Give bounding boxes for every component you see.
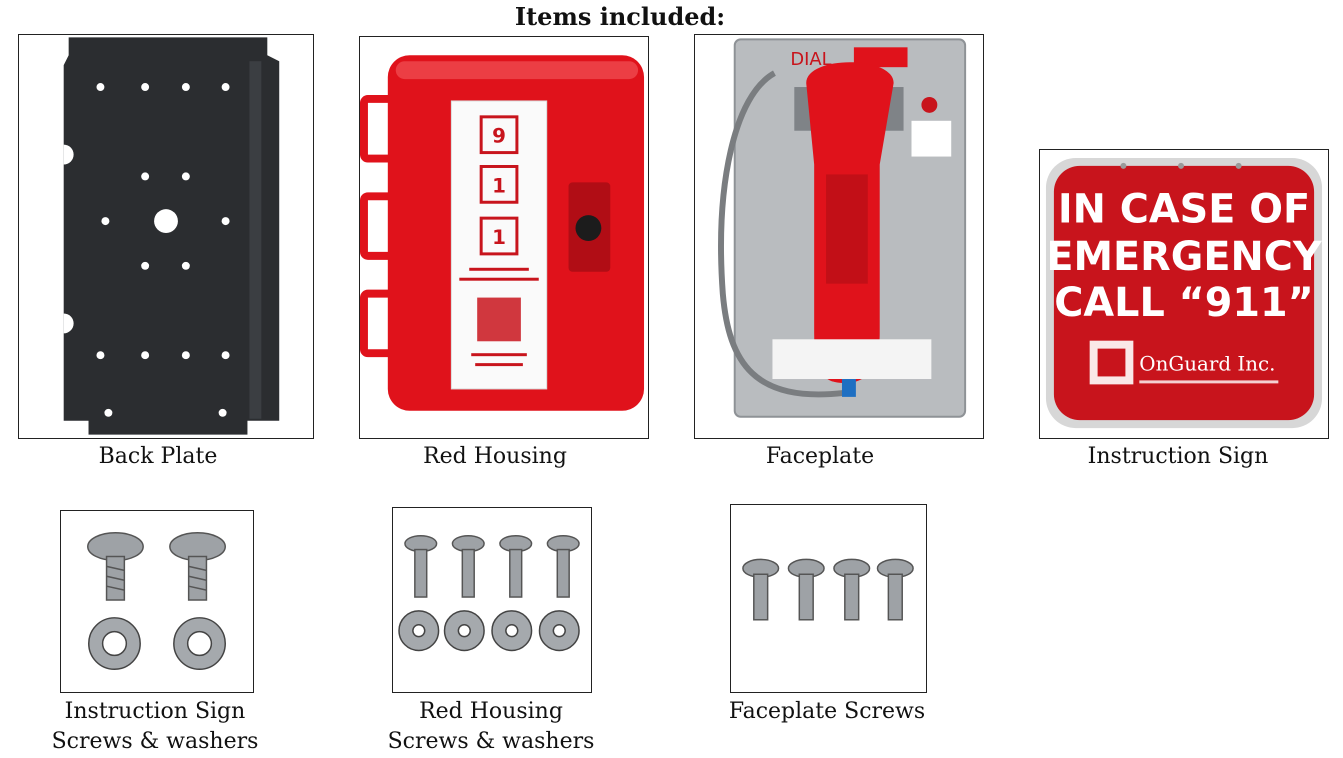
instruction-sign-screws-image	[60, 510, 254, 693]
faceplate-image: DIAL	[694, 34, 984, 439]
red-housing-screws-caption: Red Housing Screws & washers	[387, 699, 595, 754]
sign-line-3: CALL “911”	[1054, 280, 1313, 326]
faceplate-caption: Faceplate	[765, 444, 875, 469]
red-housing-caption: Red Housing	[423, 444, 567, 469]
sign-brand: OnGuard Inc.	[1139, 352, 1275, 375]
faceplate-dial-label: DIAL	[790, 49, 831, 70]
red-housing-image: 9 1 1	[359, 36, 649, 439]
faceplate-screws-caption: Faceplate Screws	[728, 699, 926, 724]
faceplate-screws-image	[730, 504, 927, 693]
instruction-sign-image: IN CASE OF EMERGENCY CALL “911” OnGuard …	[1039, 149, 1329, 439]
red-housing-screws-image	[392, 507, 592, 693]
sign-line-2: EMERGENCY	[1046, 234, 1322, 280]
housing-digit-3: 1	[492, 226, 506, 249]
page-title: Items included:	[514, 2, 726, 31]
back-plate-image	[18, 34, 314, 439]
instruction-sign-caption: Instruction Sign	[1087, 444, 1269, 469]
sign-line-1: IN CASE OF	[1058, 186, 1310, 232]
housing-digit-1: 9	[492, 125, 506, 148]
back-plate-caption: Back Plate	[98, 444, 218, 469]
housing-digit-2: 1	[492, 174, 506, 197]
instruction-sign-screws-caption: Instruction Sign Screws & washers	[51, 699, 259, 754]
